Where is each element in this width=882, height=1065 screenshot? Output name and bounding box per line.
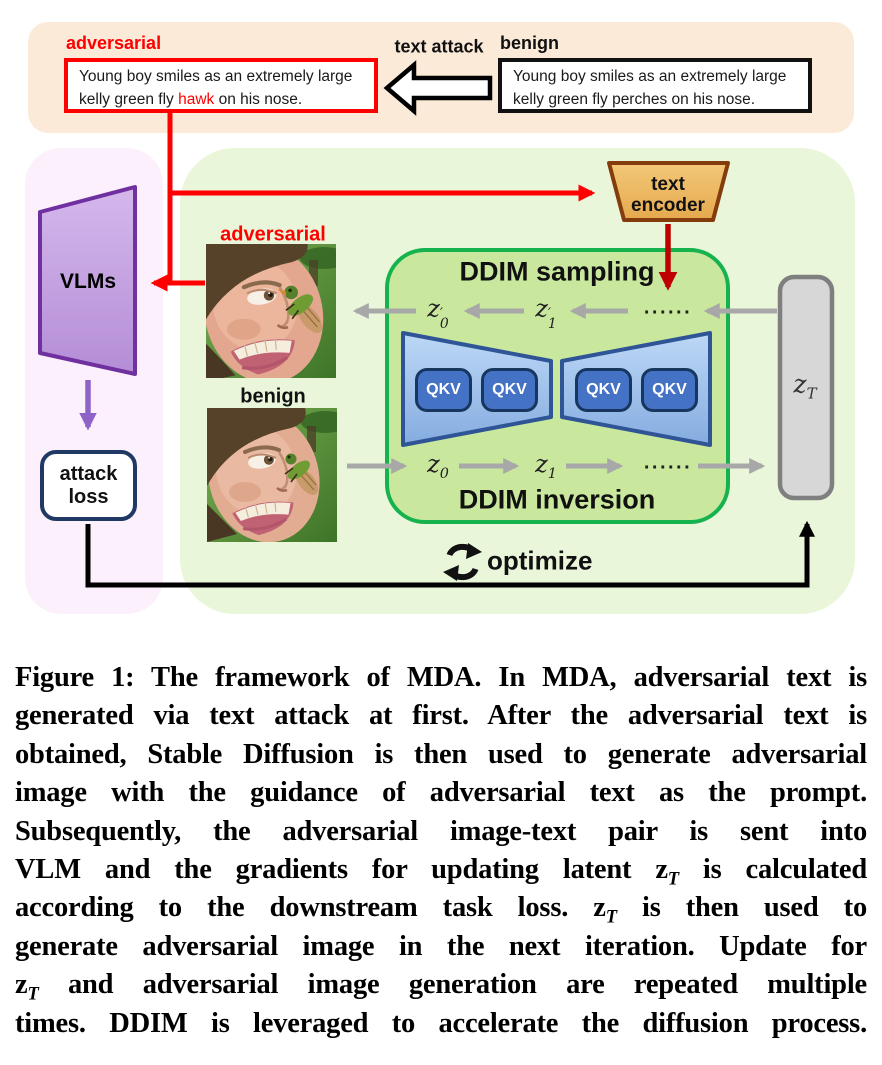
adversarial-image [206,244,336,378]
optimize-label: optimize [487,545,593,576]
ddim-inversion-title: DDIM inversion [458,484,656,515]
qkv-block-2: QKV [481,368,538,412]
adversarial-text-label: adversarial [66,33,162,53]
caption-line: generate adversarial image in the next i… [15,930,867,962]
sampling-ellipsis: ...... [643,296,693,319]
adversarial-sentence-post: on his nose. [214,90,303,108]
latent-z1: z1 [535,450,557,482]
caption-line: Subsequently, the adversarial image-text… [15,815,867,847]
text-encoder-line2: encoder [631,195,705,216]
caption-line: obtained, Stable Diffusion is then used … [15,738,867,770]
adversarial-sentence-box: Young boy smiles as an extremely large k… [64,58,378,113]
benign-sentence: Young boy smiles as an extremely large k… [513,68,787,108]
attack-loss-box: attack loss [40,450,137,521]
qkv-block-4: QKV [641,368,698,412]
latent-z0-prime: z′0 [427,294,449,333]
adversarial-sentence-pre: Young boy smiles as an extremely large k… [79,68,353,108]
caption-line: according to the downstream task loss. z… [15,892,867,929]
inversion-ellipsis: ...... [643,451,693,474]
green-fly-on-nose [284,453,319,495]
caption-line: zT and adversarial image generation are … [15,969,867,1005]
qkv-block-1: QKV [415,368,472,412]
adversarial-image-label: adversarial [220,223,326,246]
benign-text-label: benign [500,33,559,53]
latent-z0: z0 [427,450,449,482]
caption-line: times. DDIM is leveraged to accelerate t… [15,1007,867,1039]
benign-image [207,408,337,542]
benign-sentence-box: Young boy smiles as an extremely large k… [498,58,812,113]
caption-line: generated via text attack at first. Afte… [15,700,867,732]
vlm-panel [25,148,163,614]
adversarial-word-highlight: hawk [178,90,215,108]
attack-loss-line1: attack [59,462,118,485]
text-encoder-label: text encoder [631,174,705,216]
text-encoder-line1: text [651,174,685,195]
qkv-block-3: QKV [575,368,632,412]
benign-image-art [207,408,337,542]
text-attack-label: text attack [394,36,484,57]
attack-loss-line2: loss [68,485,109,508]
vlm-block-label: VLMs [59,270,117,293]
green-bird-on-nose [277,285,323,333]
ddim-sampling-title: DDIM sampling [459,256,655,287]
figure-caption: Figure 1: The framework of MDA. In MDA, … [15,659,867,1043]
benign-image-label: benign [240,385,306,408]
caption-line: Figure 1: The framework of MDA. In MDA, … [15,662,867,693]
caption-line: VLM and the gradients for updating laten… [15,853,868,890]
latent-zt-label: zT [793,369,817,403]
adversarial-image-art [206,244,336,378]
caption-line: image with the guidance of adversarial t… [15,777,867,809]
latent-z1-prime: z′1 [535,294,557,333]
